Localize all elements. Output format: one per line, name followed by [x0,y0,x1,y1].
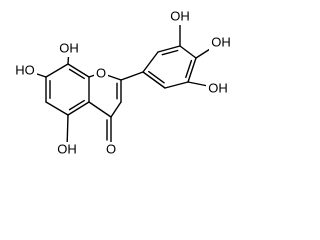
bond-c2p-c3p-double [161,49,179,56]
atom-label-layer: OH HO O OH O OH OH OH [13,9,233,158]
bond-c3p-c4p [179,45,197,59]
atom-label-o-ring: O [96,66,106,81]
bond-c4-c4a [88,101,112,118]
atom-label-oh-5p: OH [208,81,228,96]
mask-oh-5p [206,81,230,97]
bond-c3-c4 [110,101,122,118]
mask-oh-3p [168,9,192,25]
bond-c6p-c1p [142,71,166,89]
mask-o-ring [94,66,108,82]
bond-c5-c4a [67,101,90,116]
bond-c2p-c3p [157,45,181,53]
atom-label-oh-3p: OH [170,9,190,24]
atom-label-oh-4p: OH [211,35,231,50]
mask-oh-c7 [13,63,37,79]
bond-c8a-c8 [67,63,90,78]
bond-c8a-c8-double [68,68,85,80]
bond-c5-c4a-double [68,99,85,111]
bond-c8-c7 [45,63,69,78]
mask-o-carbonyl [104,142,118,158]
mask-oh-c5 [55,142,79,158]
atom-label-oh-c8: OH [59,41,79,56]
atom-label-oh-c7: HO [15,63,35,78]
bond-c2-c1p [120,71,144,81]
bond-c4p-c5p-double [185,59,193,79]
mask-oh-c8 [57,41,81,57]
bond-c6p-c1p-double [147,70,165,84]
mask-oh-4p [209,35,233,51]
bond-c1p-c2p [142,51,159,73]
bond-c6-c5 [45,101,69,116]
bond-layer [24,15,222,150]
bond-c4p-c5p [187,57,197,83]
atom-label-oh-c5: OH [57,142,77,157]
bond-c5p-c6p [164,81,189,89]
structure-canvas: OH HO O OH O OH OH OH [13,8,233,158]
molecule-structure: OH HO O OH O OH OH OH [13,8,233,158]
atom-label-o-carbonyl: O [106,142,116,157]
